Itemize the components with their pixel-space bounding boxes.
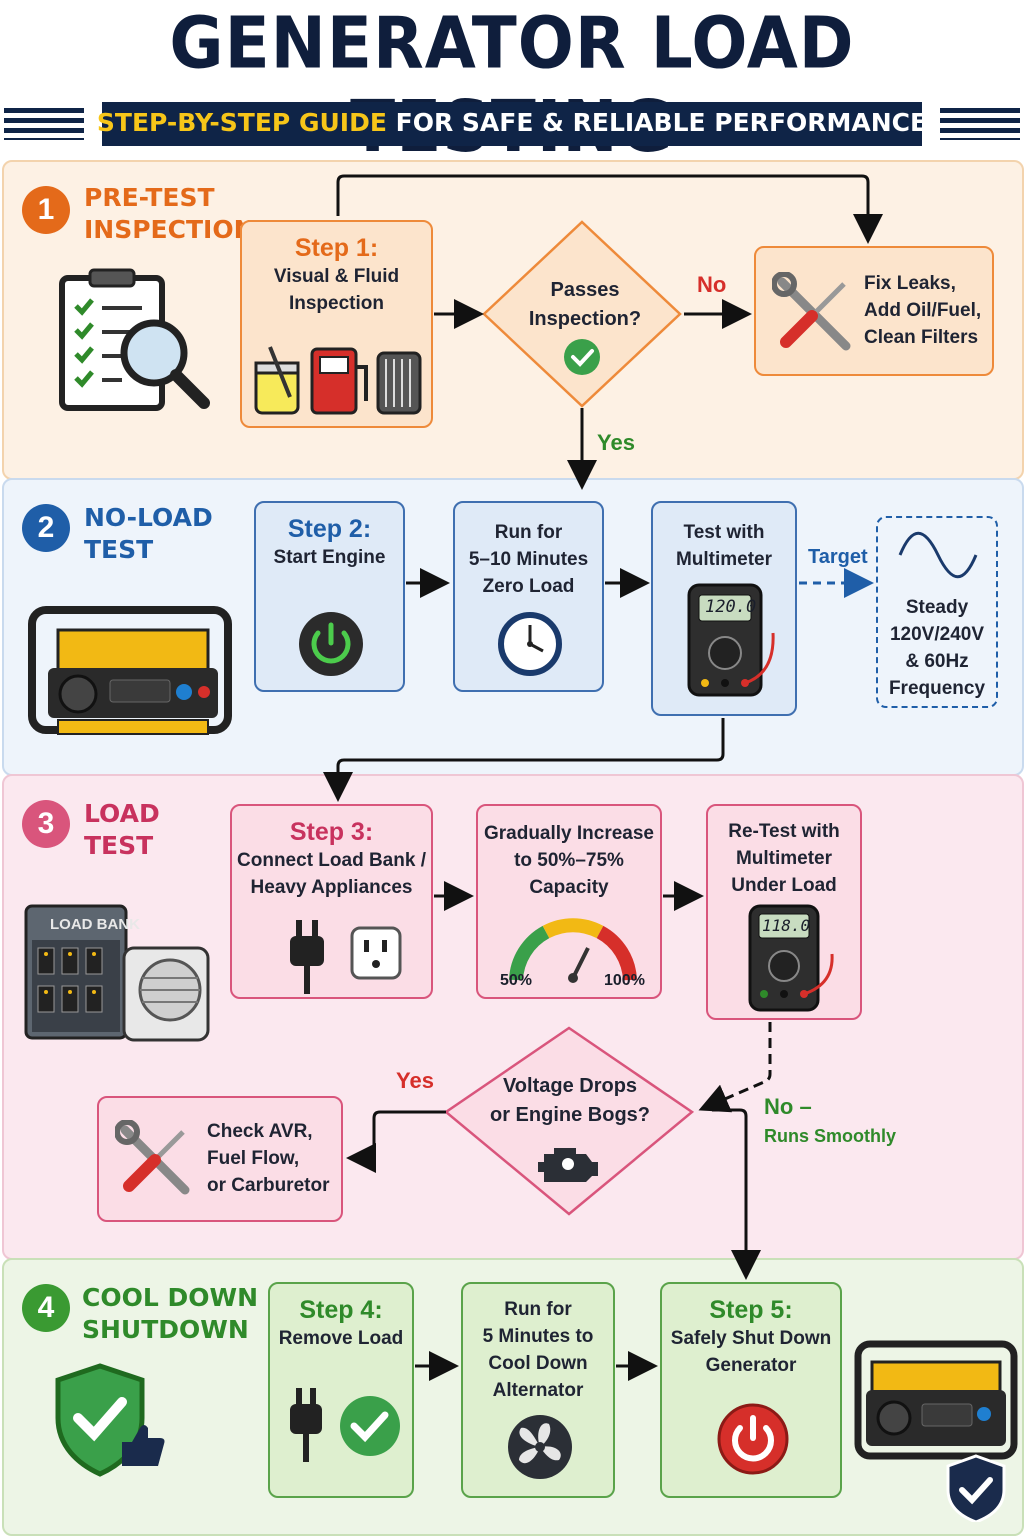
check-text: Check AVR, Fuel Flow, or Carburetor [207,1121,330,1196]
clock-icon [498,612,562,676]
step4-box: Step 4: Remove Load [268,1282,414,1498]
oil-jar-icon [254,346,300,415]
section-title-4: COOL DOWN & SHUTDOWN [82,1283,289,1344]
subtitle: STEP-BY-STEP GUIDE FOR SAFE & RELIABLE P… [0,108,1024,137]
subtitle-banner: STEP-BY-STEP GUIDE FOR SAFE & RELIABLE P… [0,102,1024,146]
banner-stripes-right [940,108,1020,140]
section-number-1: 1 [22,186,70,234]
clipboard-magnifier-icon [59,268,210,411]
fix-box: Fix Leaks, Add Oil/Fuel, Clean Filters [754,246,994,376]
load-bank-label: LOAD BANK [50,916,140,933]
section-number-4: 4 [22,1284,70,1332]
shield-thumbs-up-icon [55,1363,165,1477]
fuel-pump-icon [310,347,368,415]
step1-text: Visual & Fluid Inspection [273,266,400,314]
fan-icon [508,1415,572,1479]
sine-wave-icon [898,532,978,578]
wrench-screwdriver-icon [772,272,851,351]
check-wrench-icon [115,1120,190,1195]
step1-title: Step 1: [294,234,379,262]
plug-icon [290,920,324,994]
run-box: Run for 5–10 Minutes Zero Load [453,501,604,692]
target-text: Steady 120V/240V & 60Hz Frequency [888,597,986,699]
section-number-2: 2 [22,504,70,552]
step3-text: Connect Load Bank / Heavy Appliances [237,850,426,898]
decision1-no-label: No [697,272,727,297]
unplug-icon [290,1388,322,1462]
run-text: Run for 5–10 Minutes Zero Load [468,522,589,597]
subtitle-highlight: STEP-BY-STEP GUIDE [96,108,387,137]
increase-box: Gradually Increase to 50%–75% Capacity 5… [476,804,662,999]
shutdown-power-icon [717,1403,789,1475]
step1-box: Step 1: Visual & Fluid Inspection [240,220,433,428]
section-title-2: NO-LOAD TEST [84,503,213,564]
check-circle-icon [340,1396,400,1456]
retest-text: Re-Test with Multimeter Under Load [728,821,840,896]
retest-multimeter-icon [748,904,834,1012]
multimeter-text: Test with Multimeter [675,522,773,570]
cool-box: Run for 5 Minutes to Cool Down Alternato… [461,1282,615,1498]
step2-title: Step 2: [287,515,372,543]
step3-box: Step 3: Connect Load Bank / Heavy Applia… [230,804,433,999]
decision2-yes-label: Yes [396,1068,434,1093]
banner-bar [102,102,922,146]
section-title-1: PRE-TEST INSPECTION [84,183,255,244]
decision2-no-label: No – [764,1094,812,1119]
decision1-yes-label: Yes [597,430,635,455]
retest-box: Re-Test with Multimeter Under Load 118.0 [706,804,862,1020]
load-bank-icon [24,904,210,1042]
cool-text: Run for 5 Minutes to Cool Down Alternato… [482,1299,594,1401]
multimeter-box: Test with Multimeter 120.0 [651,501,797,716]
target-label: Target [808,546,868,568]
step2-box: Step 2: Start Engine [254,501,405,692]
generator-shield-icon [854,1340,1018,1522]
multimeter-reading: 120.0 [705,597,757,617]
decision1-label-overlay: Passes Inspection? [528,279,642,330]
decision2-label-overlay: Voltage Drops or Engine Bogs? [490,1075,650,1126]
step4-text: Remove Load [278,1328,404,1349]
step3-icons [290,920,402,994]
decision2-engine-icon [538,1148,598,1182]
step3-title: Step 3: [289,818,374,846]
gauge-min-label: 50% [500,972,533,989]
portable-generator-icon [28,606,232,735]
multimeter-icon [687,583,775,697]
power-button-icon [299,612,363,676]
decision2-no-sub: Runs Smoothly [764,1126,897,1146]
step4-title: Step 4: [299,1296,383,1324]
section-number-3: 3 [22,800,70,848]
increase-text: Gradually Increase to 50%–75% Capacity [483,823,655,898]
step5-title: Step 5: [709,1296,793,1324]
fix-text: Fix Leaks, Add Oil/Fuel, Clean Filters [864,273,982,348]
section-title-3: LOAD TEST [84,799,160,860]
outlet-icon [350,926,402,980]
step5-box: Step 5: Safely Shut Down Generator [660,1282,842,1498]
banner-stripes-left [4,108,84,140]
step5-text: Safely Shut Down Generator [670,1328,832,1376]
air-filter-icon [376,351,422,415]
gauge-max-label: 100% [604,972,645,989]
step4-icons [290,1388,400,1462]
step2-text: Start Engine [273,547,386,568]
step1-icons [254,346,422,415]
gauge-icon [509,918,637,983]
check-box: Check AVR, Fuel Flow, or Carburetor [97,1096,343,1222]
retest-reading: 118.0 [762,916,811,935]
target-box: Steady 120V/240V & 60Hz Frequency [876,516,998,708]
subtitle-rest: FOR SAFE & RELIABLE PERFORMANCE [386,108,928,137]
